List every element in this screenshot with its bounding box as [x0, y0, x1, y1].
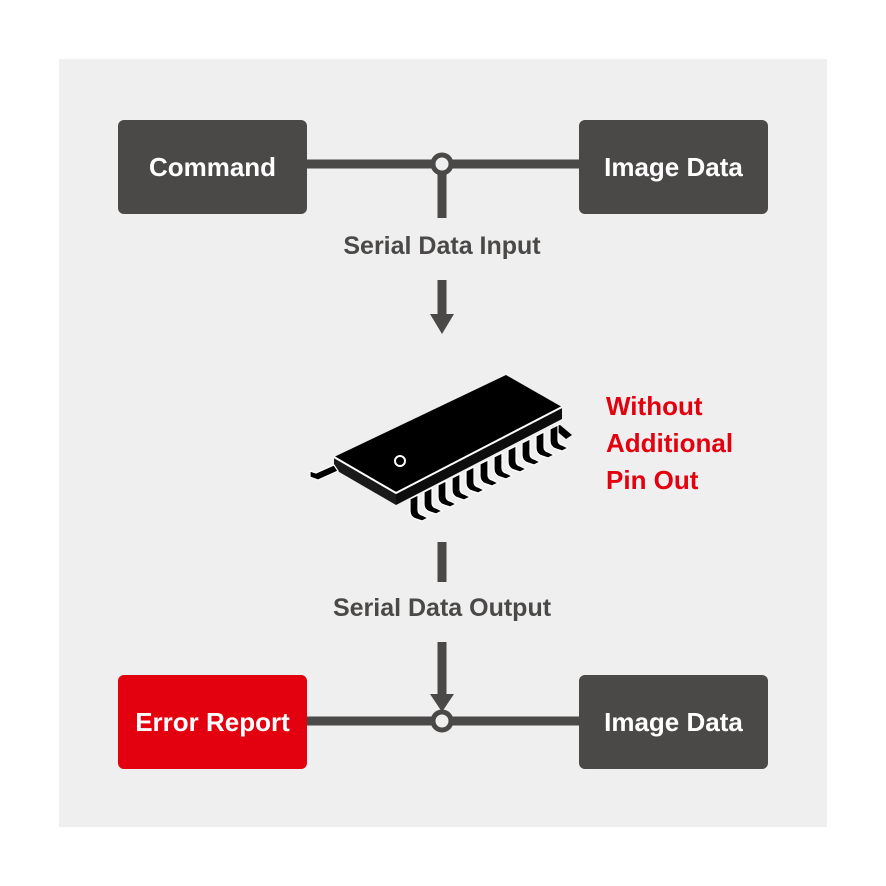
input-arrow-head	[430, 314, 454, 334]
ic-chip-icon	[309, 375, 572, 522]
serial-data-input-label: Serial Data Input	[343, 232, 541, 260]
command-box: Command	[118, 120, 307, 214]
error-report-label: Error Report	[135, 706, 290, 737]
image-data-label-bottom: Image Data	[604, 706, 743, 737]
note-line-1: Without	[606, 391, 703, 421]
bottom-junction-node	[430, 709, 454, 733]
output-arrow-head	[430, 694, 454, 712]
serial-data-output-label: Serial Data Output	[332, 594, 552, 622]
top-junction-node	[430, 152, 454, 176]
image-data-box-bottom: Image Data	[579, 675, 768, 769]
note-line-3: Pin Out	[606, 465, 699, 495]
note-line-2: Additional	[606, 428, 734, 458]
image-data-box-top: Image Data	[579, 120, 768, 214]
pin-out-note: Without Additional Pin Out	[606, 388, 733, 499]
error-report-box: Error Report	[118, 675, 307, 769]
command-label: Command	[148, 151, 277, 182]
image-data-label-top: Image Data	[604, 151, 743, 182]
